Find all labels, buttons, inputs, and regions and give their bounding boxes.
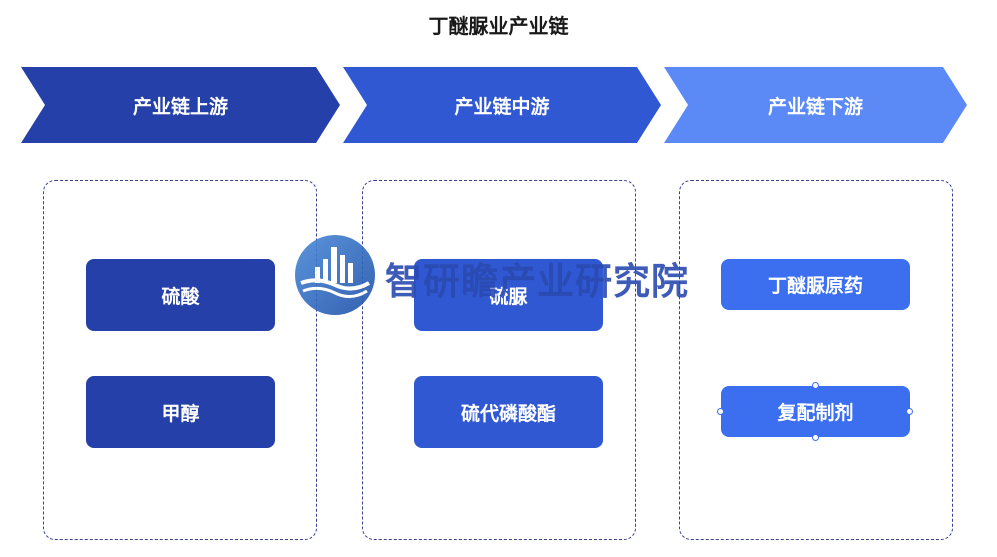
building-logo-icon	[295, 235, 375, 315]
stage-chevrons	[21, 67, 967, 143]
resize-handle-right[interactable]	[906, 408, 913, 415]
panel-midstream	[362, 180, 636, 540]
upstream-item-box: 硫酸	[86, 259, 275, 331]
stage-label-upstream: 产业链上游	[132, 96, 228, 118]
watermark: 智研瞻产业研究院	[293, 233, 693, 318]
resize-handle-left[interactable]	[717, 408, 724, 415]
stage-label-midstream: 产业链中游	[454, 96, 550, 118]
stage-label-downstream: 产业链下游	[767, 96, 863, 118]
upstream-item-box: 甲醇	[86, 376, 275, 448]
resize-handle-bottom[interactable]	[812, 434, 819, 441]
chevron-midstream	[343, 67, 661, 143]
downstream-item-box-selected[interactable]: 复配制剂	[721, 386, 910, 437]
page-title: 丁醚脲业产业链	[428, 14, 569, 38]
panel-downstream	[679, 180, 953, 540]
panel-upstream	[43, 180, 317, 540]
resize-handle-top[interactable]	[812, 382, 819, 389]
midstream-item-box: 硫脲	[414, 259, 603, 331]
chevron-upstream	[21, 67, 340, 143]
downstream-item-box: 丁醚脲原药	[721, 259, 910, 310]
watermark-text: 智研瞻产业研究院	[385, 260, 689, 303]
chevron-downstream	[664, 67, 967, 143]
midstream-item-box: 硫代磷酸酯	[414, 376, 603, 448]
